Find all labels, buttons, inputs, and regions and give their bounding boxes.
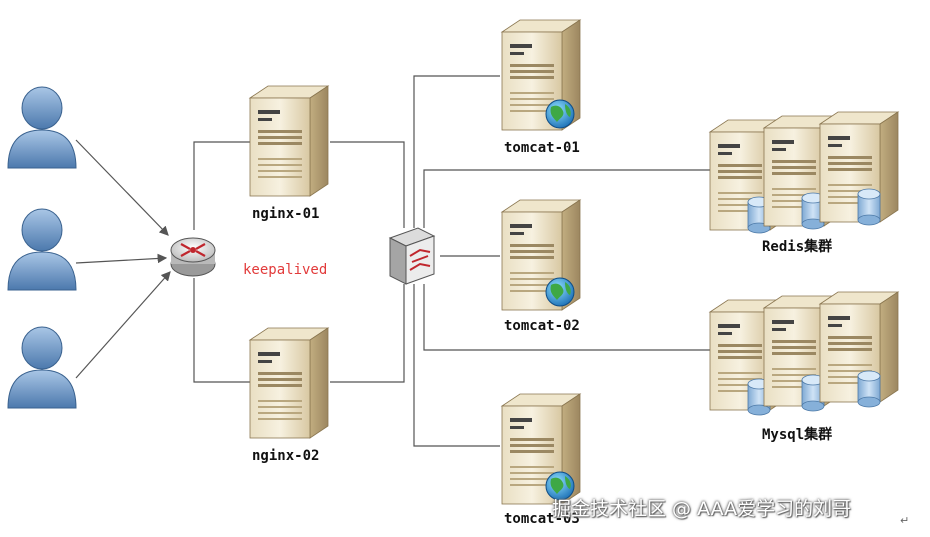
nginx-01-server-icon bbox=[249, 85, 329, 197]
tomcat-02-label: tomcat-02 bbox=[504, 318, 580, 334]
mysql-cluster-label: Mysql集群 bbox=[762, 427, 833, 443]
switch-icon bbox=[388, 227, 436, 285]
switch-redis-link bbox=[423, 169, 710, 228]
globe-icon bbox=[545, 99, 575, 129]
nginx01-switch-link bbox=[330, 141, 405, 228]
router-nginx01-link bbox=[193, 141, 250, 230]
router-nginx02-link bbox=[193, 278, 250, 383]
switch-tomcat01-link bbox=[413, 75, 500, 228]
return-mark-icon: ↵ bbox=[900, 514, 910, 527]
nginx-02-server-icon bbox=[249, 327, 329, 439]
user-icon bbox=[7, 86, 77, 169]
redis-cluster bbox=[709, 111, 899, 234]
tomcat-01-label: tomcat-01 bbox=[504, 140, 580, 156]
database-icon bbox=[857, 188, 881, 226]
nginx-01-label: nginx-01 bbox=[252, 206, 320, 222]
keepalived-label: keepalived bbox=[243, 262, 328, 278]
user-2-link bbox=[75, 253, 168, 264]
switch-mysql-link bbox=[423, 284, 710, 351]
switch-tomcat03-link bbox=[413, 284, 500, 447]
user-icon bbox=[7, 326, 77, 409]
nginx-02-label: nginx-02 bbox=[252, 448, 320, 464]
tomcat-03-label: tomcat-03 bbox=[504, 511, 580, 527]
user-3-link bbox=[75, 271, 171, 379]
router-icon bbox=[170, 237, 216, 277]
globe-icon bbox=[545, 277, 575, 307]
redis-cluster-label: Redis集群 bbox=[762, 239, 833, 255]
mysql-cluster bbox=[709, 291, 899, 416]
connection-lines bbox=[75, 75, 710, 447]
watermark: 掘金技术社区 @ AAA爱学习的刘哥 bbox=[552, 498, 852, 520]
user-icon bbox=[7, 208, 77, 291]
user-1-link bbox=[75, 139, 169, 236]
database-icon bbox=[857, 370, 881, 408]
nginx02-switch-link bbox=[330, 284, 405, 383]
